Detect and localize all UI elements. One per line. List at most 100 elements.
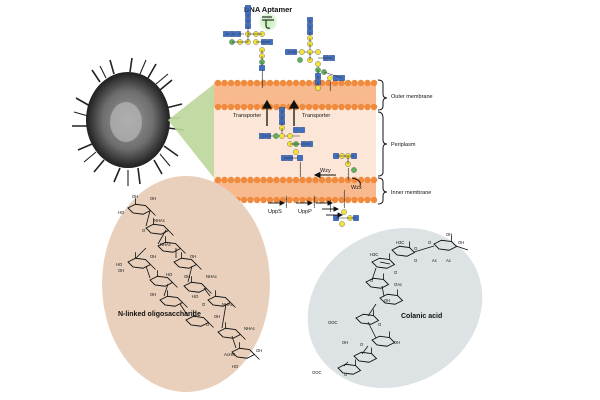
atom-label: OH <box>214 314 220 319</box>
chem-bond <box>150 210 156 216</box>
transporter-arrows <box>261 99 300 126</box>
cytoplasm-arrows <box>268 200 344 218</box>
sugar-ring <box>365 277 390 289</box>
lipid-head <box>292 79 300 87</box>
galactose-circle <box>315 61 321 67</box>
sugar-ring <box>391 245 416 257</box>
atom-label: NHAc <box>154 218 165 223</box>
sugar-ring <box>353 351 378 363</box>
lipid-head <box>227 103 235 111</box>
lipid-head <box>266 176 274 184</box>
lipid-head <box>214 103 222 111</box>
aptamer-hairpin <box>262 16 274 29</box>
chem-bond <box>361 345 369 355</box>
lipid-head <box>214 79 222 87</box>
colanic-label: Colanic acid <box>401 313 442 320</box>
atom-label: O <box>344 372 348 377</box>
atom-label: O <box>414 246 418 251</box>
wzx-flip-icon <box>351 177 361 187</box>
region-brackets <box>377 79 388 205</box>
chem-bond <box>343 361 349 367</box>
atom-label: OH <box>458 240 464 245</box>
lipid-head <box>351 103 358 111</box>
sugar-ring <box>371 335 396 347</box>
atom-label: NHAc <box>160 242 171 247</box>
atom-label: NHAc <box>206 274 217 279</box>
colanic-ellipse <box>307 227 483 389</box>
lipid-head <box>240 176 248 184</box>
atom-label: HO <box>232 364 239 369</box>
wzy-arrow <box>313 171 336 179</box>
lipid-head <box>344 79 352 87</box>
atom-label: OH <box>132 194 138 199</box>
glycan-chain-wzy <box>297 153 357 181</box>
atom-label: O <box>206 322 210 327</box>
chem-bond <box>172 282 178 288</box>
galactose-circle <box>279 133 285 139</box>
lipid-anchor <box>329 81 332 92</box>
lipid-head <box>266 196 274 204</box>
lipid-head <box>364 79 371 87</box>
lipid-head <box>227 79 235 87</box>
galactose-circle <box>339 221 345 227</box>
galactose-circle <box>341 209 347 215</box>
atom-label: H3C <box>370 252 378 257</box>
atom-label: OH <box>150 292 156 297</box>
atom-label: OAc <box>394 282 402 287</box>
lipid-head <box>305 196 313 204</box>
pathway-arrowhead <box>279 200 286 206</box>
lipid-head <box>364 196 371 204</box>
lipid-head <box>331 103 339 111</box>
lipid-head <box>331 176 339 184</box>
lipid-head <box>318 176 326 184</box>
lipid-head <box>370 79 378 87</box>
glcnac-square <box>293 127 299 133</box>
aptamer-label: DNA Aptamer <box>244 5 292 14</box>
lipid-head <box>260 79 267 87</box>
chem-bond <box>150 264 156 270</box>
lipid-head <box>344 103 352 111</box>
lipid-head <box>221 103 228 111</box>
atom-label: OH <box>150 254 156 259</box>
chem-bond <box>206 288 212 294</box>
lipid-head <box>253 196 261 204</box>
glycan-tree-right <box>285 17 345 92</box>
atom-label: O <box>414 258 418 263</box>
atom-label: H3C <box>396 240 404 245</box>
glycan-chain-inner <box>285 189 359 227</box>
glcnac-square <box>297 155 303 161</box>
chem-bond <box>240 334 246 340</box>
bacterium-micrograph <box>72 57 185 186</box>
chem-bond <box>157 229 167 245</box>
lipid-head <box>240 196 248 204</box>
lipid-head <box>234 176 241 184</box>
lipid-head <box>312 176 319 184</box>
chem-bond <box>221 303 227 329</box>
glcnac-square <box>333 75 339 81</box>
inner-membrane-label: Inner membrane <box>391 190 431 196</box>
chem-bond <box>135 247 147 259</box>
n-linked-structure <box>127 198 260 360</box>
atom-label: OH <box>342 340 348 345</box>
chem-bond <box>208 322 214 328</box>
lipid-head <box>299 79 306 87</box>
lipid-head <box>273 103 280 111</box>
lipid-head <box>279 79 287 87</box>
lipid-tails <box>214 180 376 200</box>
lipid-head <box>305 176 313 184</box>
chem-bond <box>371 267 377 281</box>
chem-bond <box>182 302 188 308</box>
lipid-head <box>364 103 371 111</box>
lipid-head <box>331 196 339 204</box>
atom-label: OOC <box>328 320 338 325</box>
pathway-arrowhead <box>337 212 344 218</box>
pathway-arrowhead <box>333 206 340 212</box>
lipid-head <box>279 176 287 184</box>
n-linked-label: N-linked oligosaccharide <box>118 311 201 318</box>
atom-label: OH <box>150 196 156 201</box>
atom-label: HO <box>116 262 123 267</box>
lipid-head <box>299 196 306 204</box>
lipid-head <box>286 176 293 184</box>
lipid-head <box>318 103 326 111</box>
